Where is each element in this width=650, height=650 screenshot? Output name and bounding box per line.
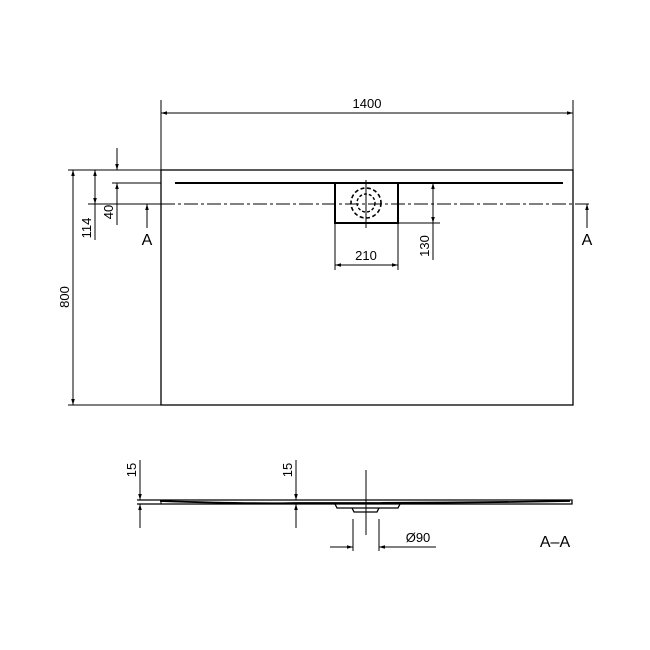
plan-view: 1400 800 114 40 A A 210 — [57, 96, 593, 406]
section-label: A–A — [540, 534, 571, 551]
dimension-40-label: 40 — [101, 205, 116, 219]
height-dimension-label: 800 — [57, 286, 72, 308]
section-view: 15 15 Ø90 A–A — [124, 460, 573, 551]
dimension-114-label: 114 — [79, 218, 94, 239]
tray-surface-slope — [159, 500, 571, 505]
drain-flange — [334, 503, 401, 509]
tray-outline — [160, 169, 574, 406]
section-mark-right: A — [582, 232, 593, 249]
tray-profile — [137, 499, 573, 505]
thickness-mid-label: 15 — [280, 463, 295, 477]
thickness-left-label: 15 — [124, 463, 139, 477]
drain-diameter-label: Ø90 — [406, 530, 431, 545]
section-mark-left: A — [142, 232, 153, 249]
drain-height-label: 130 — [417, 235, 432, 257]
width-dimension-label: 1400 — [353, 96, 382, 111]
drain-width-label: 210 — [355, 248, 377, 263]
